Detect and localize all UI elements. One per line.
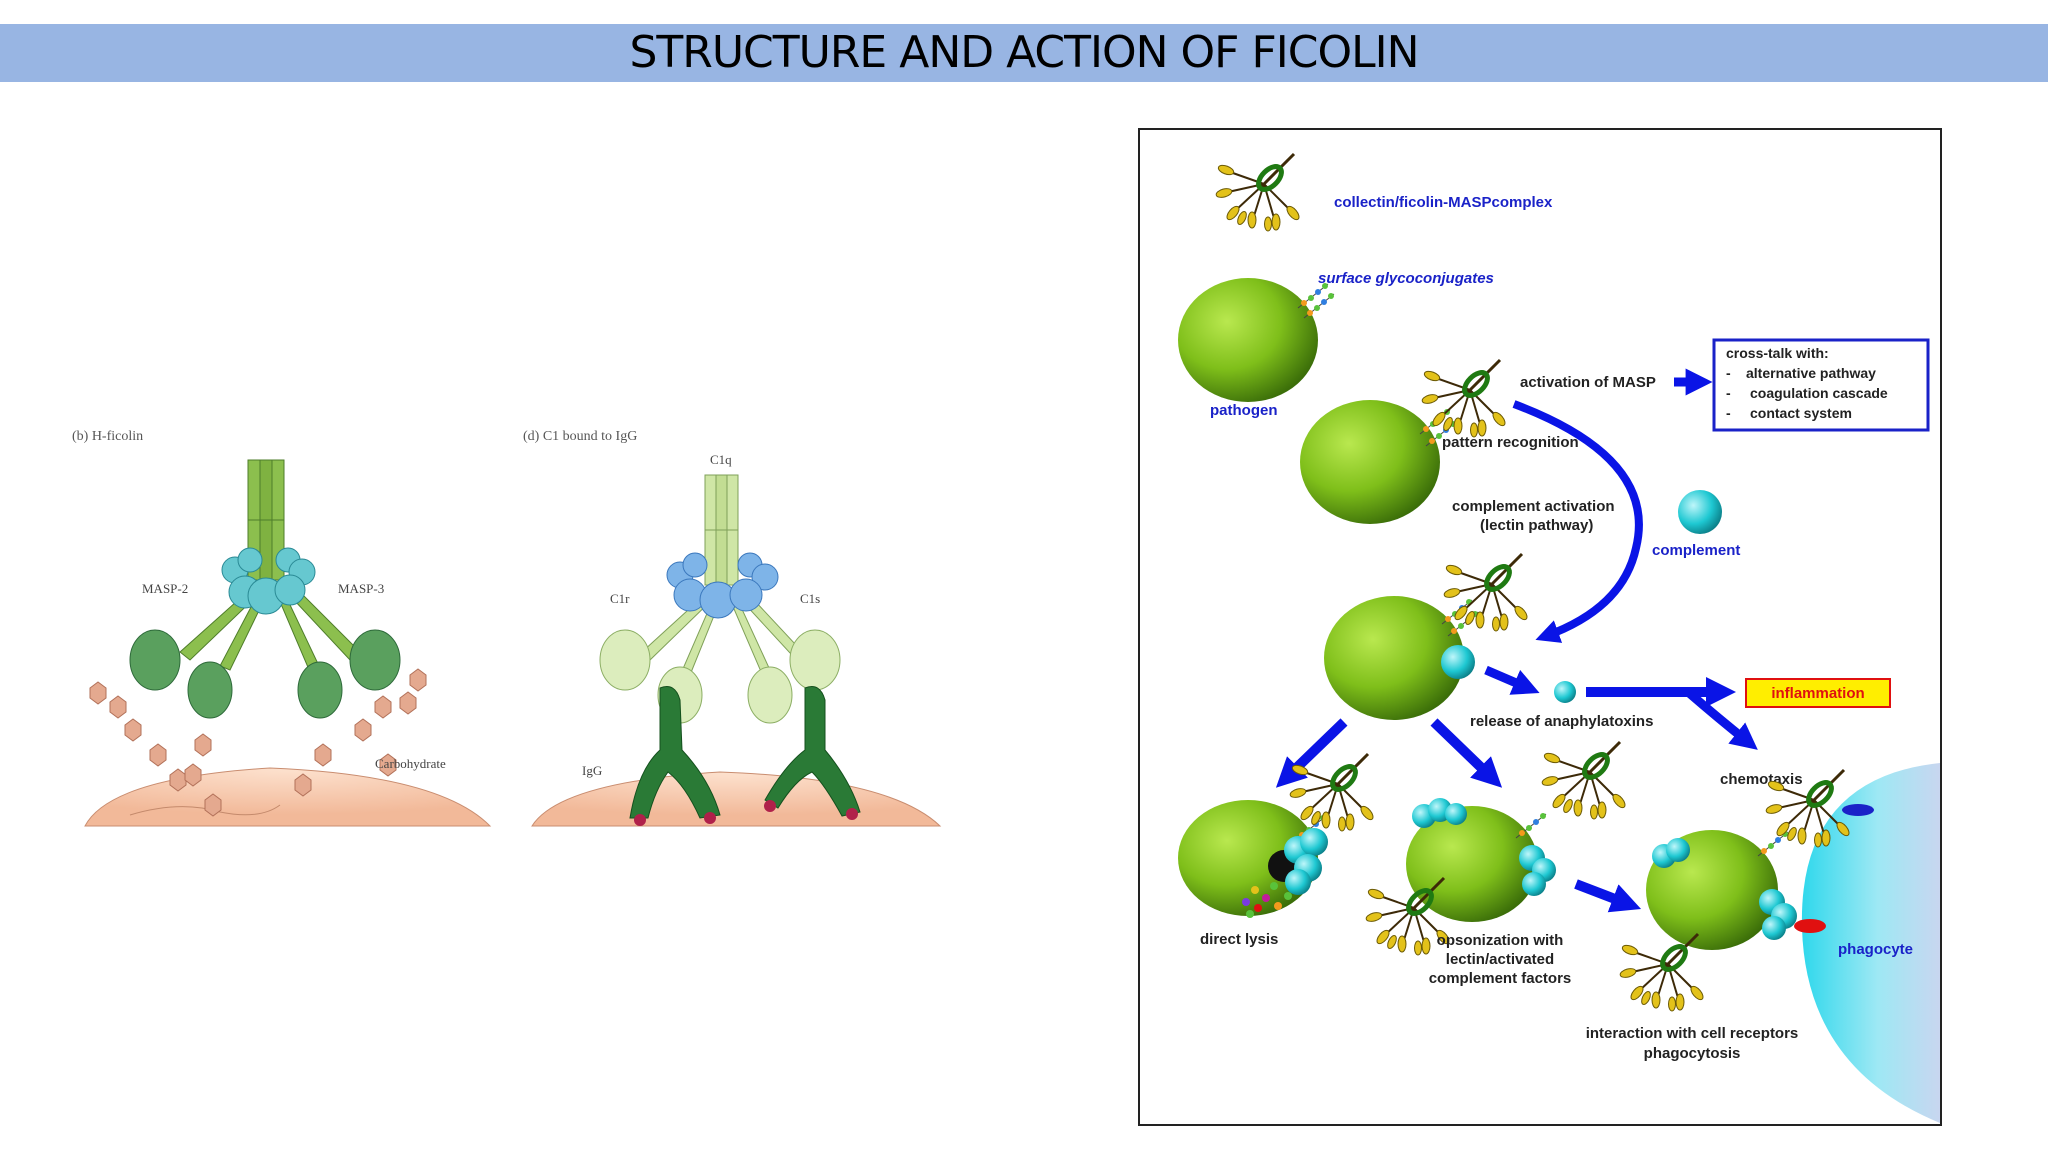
complement-icon — [1678, 490, 1722, 534]
lysis-label: direct lysis — [1200, 931, 1278, 948]
c1-igg-caption: (d) C1 bound to IgG — [523, 429, 637, 444]
phagocytosis-label: phagocytosis — [1644, 1045, 1741, 1062]
complement-icon — [1441, 645, 1475, 679]
complex-label: collectin/ficolin-MASPcomplex — [1334, 194, 1553, 211]
complement-activation-label: complement activation — [1452, 498, 1615, 515]
receptor-icon — [1794, 919, 1826, 933]
opsonin-cluster — [1412, 798, 1556, 896]
opsonized-cell — [1406, 806, 1538, 922]
phagocyte-cell — [1801, 763, 1940, 1123]
receptor-icon — [1842, 804, 1874, 816]
carbohydrate-label: Carbohydrate — [375, 756, 446, 771]
opsonization-label: complement factors — [1429, 970, 1572, 987]
title-bar: STRUCTURE AND ACTION OF FICOLIN — [0, 24, 2048, 82]
anaphylatoxins-label: release of anaphylatoxins — [1470, 713, 1653, 730]
lysis-debris — [1242, 882, 1292, 918]
pattern-label: pattern recognition — [1442, 434, 1579, 451]
ficolin-action-figure: phagocyte collectin/ficolin-MASPcomplex … — [1138, 128, 1942, 1126]
page-title: STRUCTURE AND ACTION OF FICOLIN — [629, 27, 1419, 78]
pathogen-label: pathogen — [1210, 402, 1278, 419]
mac-cluster — [1284, 828, 1328, 895]
opsonization-label: opsonization with — [1437, 932, 1564, 949]
bullet: - — [1726, 365, 1731, 381]
igg-label: IgG — [582, 763, 602, 778]
inflammation-box — [1745, 678, 1891, 708]
crosstalk-header: cross-talk with: — [1726, 345, 1829, 361]
recognition-cell — [1300, 400, 1440, 524]
ficolin-structure-figure: (b) H-ficolin MASP-2 MASP-3 — [72, 429, 942, 827]
activated-cell — [1324, 596, 1464, 720]
lectin-pathway-label: (lectin pathway) — [1480, 517, 1593, 534]
interaction-label: interaction with cell receptors — [1586, 1025, 1799, 1042]
opsonization-arrow — [1430, 718, 1503, 788]
lectin-pathway-arrow — [1512, 400, 1643, 643]
complement-label: complement — [1652, 542, 1740, 559]
chemotaxis-label: chemotaxis — [1720, 771, 1803, 788]
activation-label: activation of MASP — [1520, 374, 1656, 391]
phagocytosis-arrow — [1574, 879, 1642, 913]
phagocyte-label: phagocyte — [1838, 941, 1913, 958]
anaphylatoxin-icon — [1554, 681, 1576, 703]
lysis-cell — [1178, 800, 1318, 916]
pathogen-cell — [1178, 278, 1318, 402]
masp2-label: MASP-2 — [142, 581, 188, 596]
opsonization-label: lectin/activated — [1446, 951, 1554, 968]
bullet: - — [1726, 405, 1731, 421]
release-arrow — [1484, 665, 1540, 695]
crosstalk-item: alternative pathway — [1746, 365, 1876, 381]
h-ficolin-panel: (b) H-ficolin MASP-2 MASP-3 — [72, 429, 492, 827]
chemotaxis-arrow — [1685, 688, 1758, 750]
inflammation-label: inflammation — [1771, 685, 1864, 702]
masp3-label: MASP-3 — [338, 581, 384, 596]
c1s-label: C1s — [800, 591, 820, 606]
c1-igg-panel: (d) C1 bound to IgG C1q C1r C1s — [523, 429, 942, 827]
crosstalk-box — [1712, 338, 1930, 432]
bullet: - — [1726, 385, 1731, 401]
crosstalk-item: coagulation cascade — [1750, 385, 1888, 401]
complement-cluster — [1652, 838, 1797, 940]
c1q-label: C1q — [710, 452, 732, 467]
crosstalk-item: contact system — [1750, 405, 1852, 421]
glyco-label: surface glycoconjugates — [1318, 270, 1494, 287]
cell-surface-d — [531, 771, 942, 827]
c1r-label: C1r — [610, 591, 630, 606]
h-ficolin-caption: (b) H-ficolin — [72, 429, 143, 444]
cell-surface — [84, 767, 492, 827]
